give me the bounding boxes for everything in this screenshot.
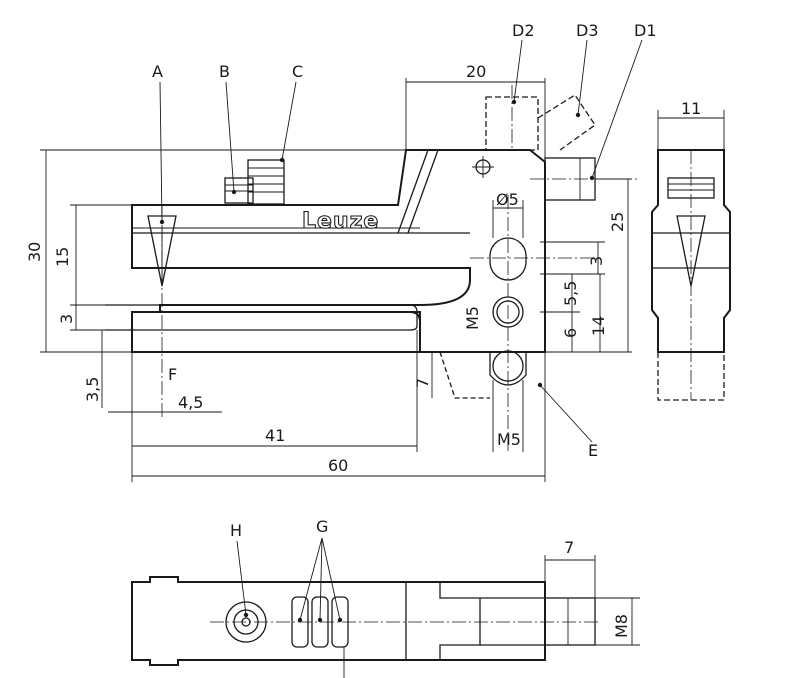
potentiometer-c xyxy=(247,159,285,205)
front-dimensions: 20 30 15 3 3,5 4,5 F 41 60 7 xyxy=(25,62,632,482)
side-outline xyxy=(651,149,731,353)
dim-20-label: 20 xyxy=(466,62,486,81)
dim-6-label: 6 xyxy=(561,328,580,338)
leader-d1-dot xyxy=(589,175,595,181)
dim-m5-side-label: M5 xyxy=(463,306,482,330)
callout-f: F xyxy=(168,365,177,384)
slot-inner xyxy=(105,304,418,331)
leader-g1-dot xyxy=(297,617,303,623)
leader-c-dot xyxy=(279,157,285,163)
dim-15-label: 15 xyxy=(53,247,72,267)
indicator-g3 xyxy=(331,596,349,648)
housing-outline xyxy=(131,149,546,353)
leader-a xyxy=(159,81,163,223)
top-outline xyxy=(131,576,546,666)
callout-e: E xyxy=(588,441,598,460)
dim-5-5-label: 5,5 xyxy=(561,281,580,306)
top-recess xyxy=(439,582,481,660)
connector-d3 xyxy=(537,94,596,151)
dim-11-label: 11 xyxy=(681,99,701,118)
leader-b-dot xyxy=(231,189,237,195)
brand-logo: Leuze xyxy=(302,209,379,234)
leader-a-dot xyxy=(159,219,165,225)
callout-h: H xyxy=(230,521,242,540)
leader-b xyxy=(225,81,235,193)
callout-a: A xyxy=(152,62,163,81)
dim-4-5-label: 4,5 xyxy=(178,393,203,412)
leader-d3 xyxy=(577,39,588,116)
dim-m5-bottom-label: M5 xyxy=(497,430,521,449)
leader-g1 xyxy=(299,537,323,621)
dim-hole-3-label: 3 xyxy=(587,256,606,266)
dim-3-slot-label: 3 xyxy=(57,314,76,324)
leader-c xyxy=(281,81,297,161)
leader-g3-dot xyxy=(337,617,343,623)
side-view: 11 xyxy=(651,99,731,401)
callout-d3: D3 xyxy=(576,21,599,40)
dim-d5-label: Ø5 xyxy=(496,190,519,209)
leader-d3-dot xyxy=(575,112,581,118)
dim-7-label: 7 xyxy=(413,378,432,388)
leader-d2 xyxy=(513,39,523,103)
dim-41-label: 41 xyxy=(265,426,285,445)
indicator-g1 xyxy=(291,596,309,648)
callout-g: G xyxy=(316,517,328,536)
front-view: Leuze xyxy=(105,85,640,452)
leader-h-dot xyxy=(243,612,249,618)
diagonal-rib-2 xyxy=(407,149,439,234)
leader-d2-dot xyxy=(511,99,517,105)
callout-d2: D2 xyxy=(512,21,535,40)
callout-c: C xyxy=(292,62,303,81)
callout-d1: D1 xyxy=(634,21,657,40)
lower-jaw xyxy=(131,311,421,353)
dim-30-label: 30 xyxy=(25,242,44,262)
front-callouts: A B C D2 D3 D1 E xyxy=(152,21,657,460)
callout-b: B xyxy=(219,62,230,81)
dim-m8-label: M8 xyxy=(612,614,631,638)
dim-14-label: 14 xyxy=(589,316,608,336)
leader-g2 xyxy=(319,537,323,621)
leader-g2-dot xyxy=(317,617,323,623)
leader-e-dot xyxy=(537,382,543,388)
teach-button-b xyxy=(224,177,254,204)
dim-60-label: 60 xyxy=(328,456,348,475)
diagonal-rib xyxy=(397,149,429,234)
bottom-tab xyxy=(439,351,490,399)
dim-25-label: 25 xyxy=(608,212,627,232)
m8-connector xyxy=(544,597,596,646)
leader-g3 xyxy=(321,537,341,621)
indicator-g2 xyxy=(311,596,329,648)
leader-h xyxy=(236,540,247,616)
top-view: 7 M8 H G xyxy=(131,517,640,678)
dim-3-5-label: 3,5 xyxy=(83,377,102,402)
dim-7-top-label: 7 xyxy=(564,538,574,557)
leader-d1 xyxy=(591,39,643,179)
side-bracket xyxy=(657,352,725,401)
connector-d2 xyxy=(485,96,539,151)
leader-e xyxy=(539,384,593,443)
